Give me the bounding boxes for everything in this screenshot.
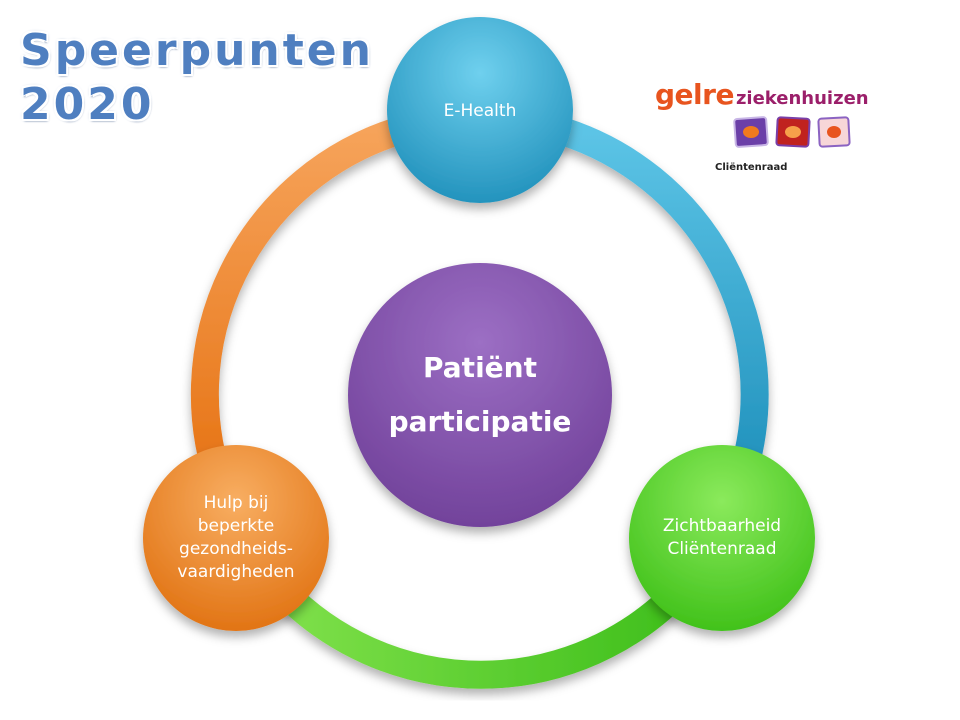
logo-tiles-icon: [733, 116, 851, 148]
title-line-1: Speerpunten: [20, 25, 374, 76]
node-hulp-label: Hulp bij beperkte gezondheids- vaardighe…: [150, 486, 322, 590]
hulp-line-1: Hulp bij: [203, 493, 269, 513]
node-hulp: [143, 445, 329, 631]
ring-arc-green: [268, 576, 694, 689]
node-zichtbaarheid-label: Zichtbaarheid Cliëntenraad: [642, 508, 802, 568]
hulp-line-4: vaardigheden: [177, 562, 295, 582]
logo-brand: gelre: [655, 78, 734, 111]
center-node: [348, 263, 612, 527]
center-label-line-1: Patiënt: [423, 351, 537, 384]
node-zichtbaarheid: [629, 445, 815, 631]
e-health-text: E-Health: [443, 100, 517, 121]
node-e-health-label: E-Health: [400, 95, 560, 127]
hulp-line-3: gezondheids-: [179, 539, 293, 559]
logo-subtitle: Cliëntenraad: [715, 162, 788, 173]
hulp-line-2: beperkte: [197, 516, 275, 536]
logo-brand-suffix: ziekenhuizen: [735, 88, 869, 109]
ring-arc-blue: [548, 117, 769, 484]
center-label-line-2: participatie: [388, 405, 572, 438]
zichtbaarheid-line-2: Cliëntenraad: [667, 539, 777, 559]
title-line-2: 2020: [20, 79, 155, 130]
center-node-label: Patiënt participatie: [360, 335, 600, 455]
ring-arc-orange: [190, 117, 412, 504]
node-e-health: [387, 17, 573, 203]
page-title: Speerpunten 2020: [20, 24, 374, 132]
zichtbaarheid-line-1: Zichtbaarheid: [662, 516, 782, 536]
